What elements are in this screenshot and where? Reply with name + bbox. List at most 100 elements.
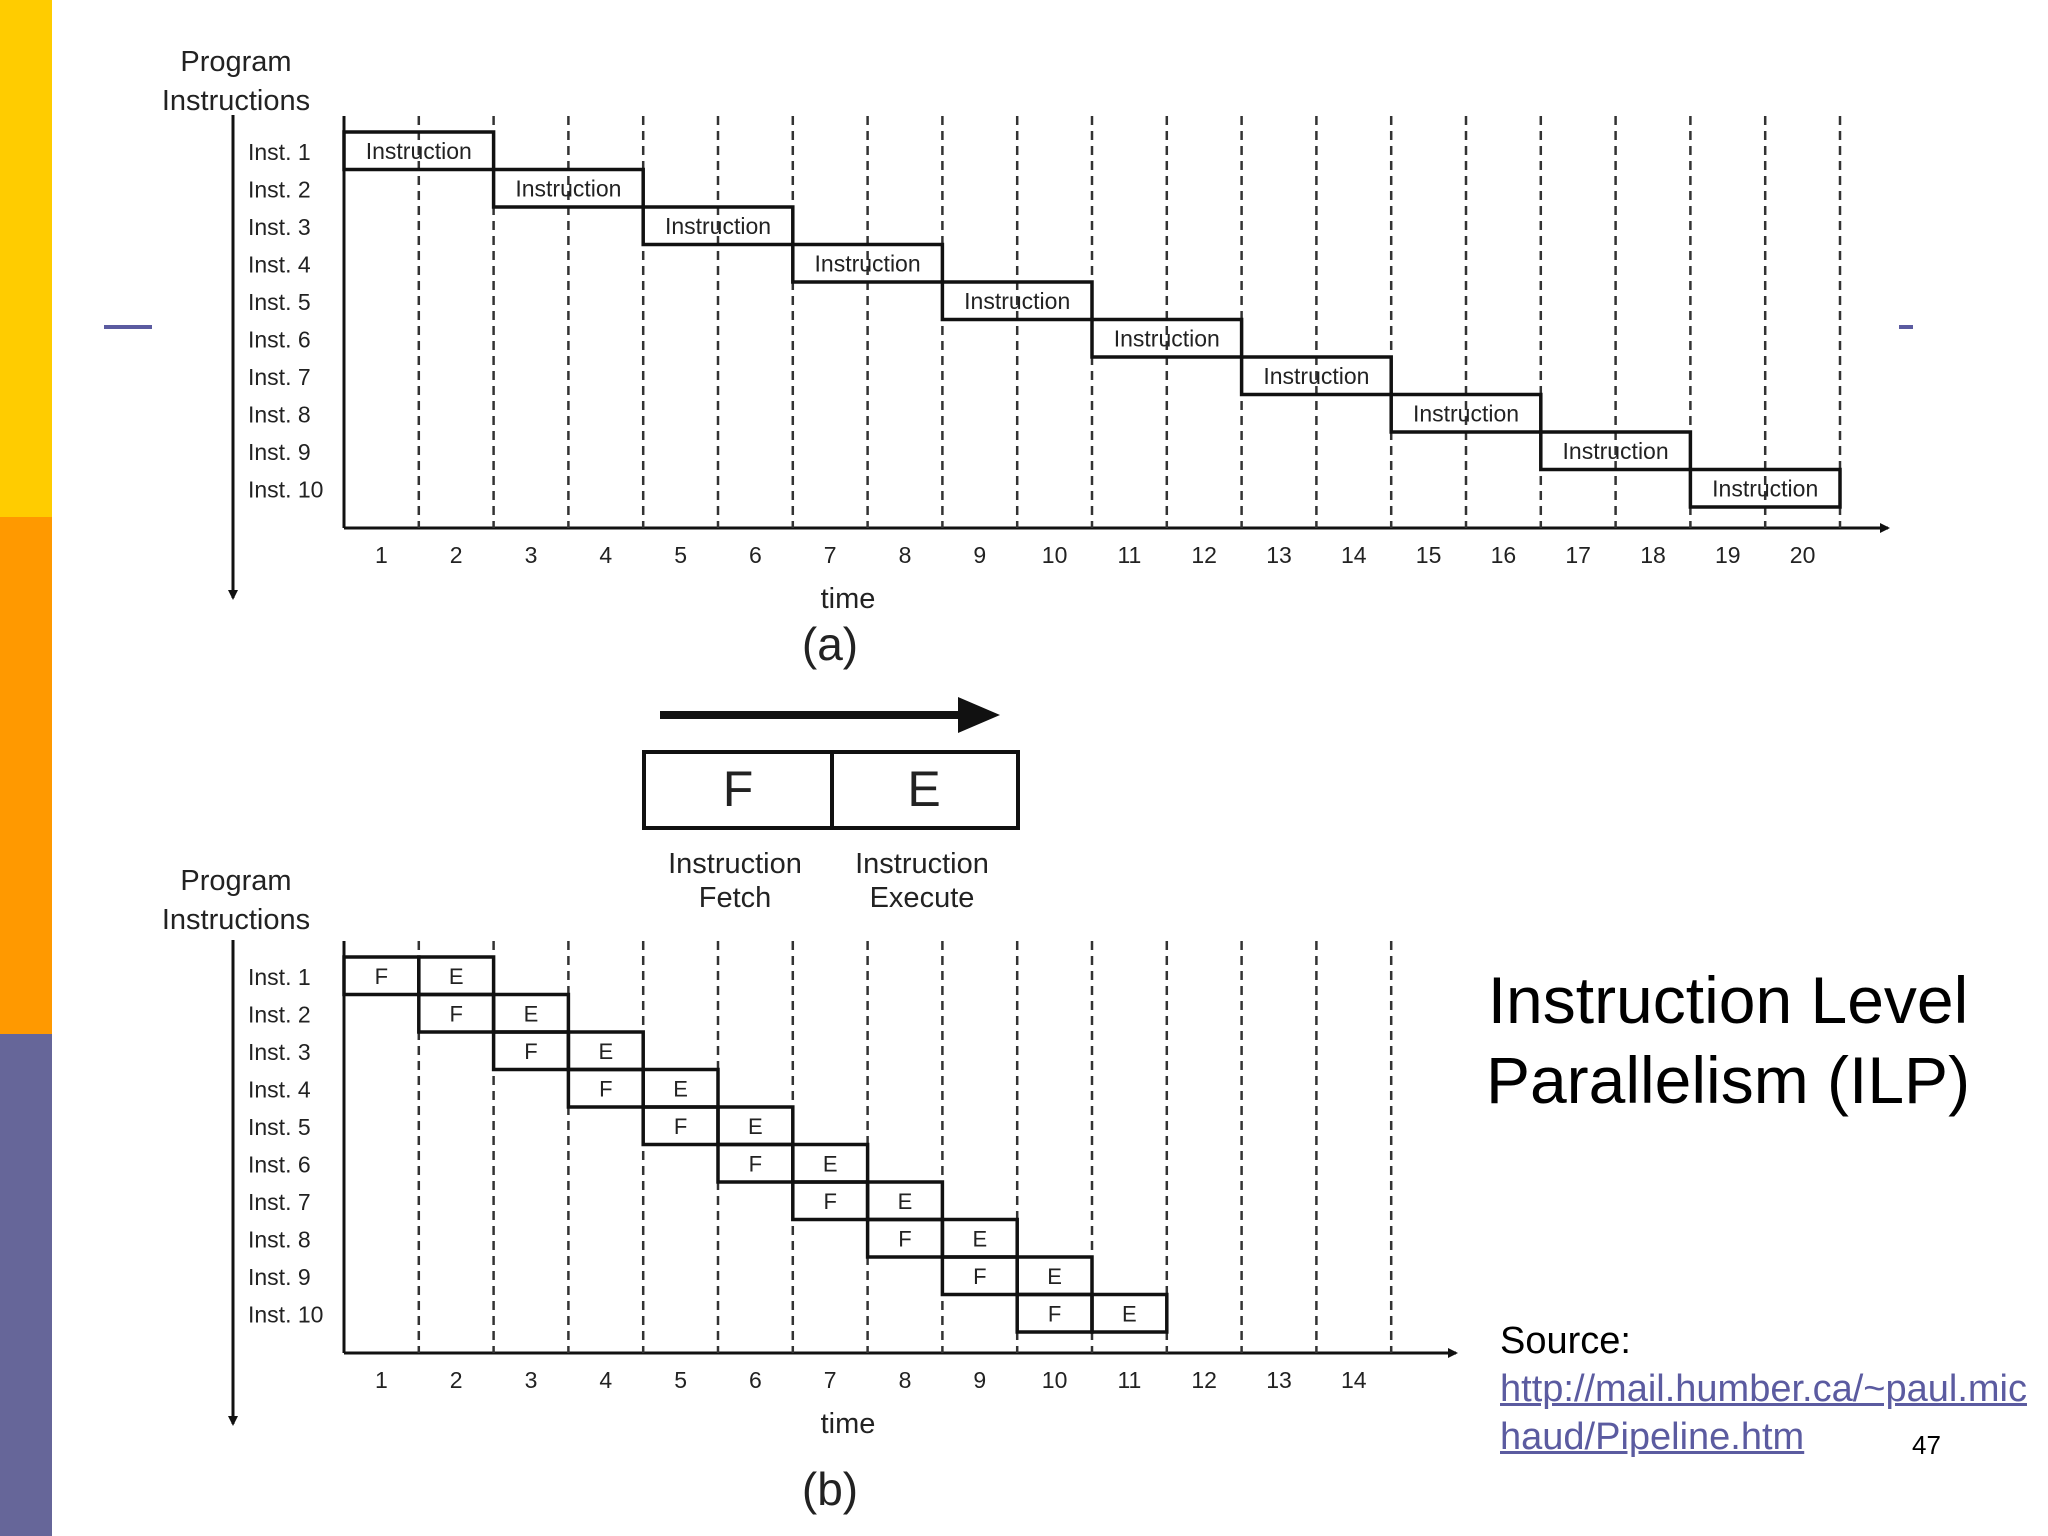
a-tick-label: 19 [1715,542,1741,568]
a-instruction-block-label: Instruction [815,250,921,276]
diagram-a-y-label-line2: Instructions [162,85,310,117]
diagram-b: Program Instructions Inst. 1 Inst. 2 Inst.… [162,865,1458,1515]
b-execute-letter: E [1047,1264,1062,1289]
a-tick-label: 15 [1416,542,1442,568]
b-inst-label: Inst. 1 [248,964,311,990]
a-instruction-block [1539,430,1693,472]
b-fetch-letter: F [674,1114,687,1139]
b-tick-label: 10 [1042,1367,1068,1393]
a-inst-label: Inst. 5 [248,289,311,315]
b-inst-label: Inst. 7 [248,1189,311,1215]
page-number: 47 [1912,1430,1941,1460]
b-execute-letter: E [972,1226,987,1251]
b-execute-letter: E [748,1114,763,1139]
a-tick-label: 17 [1565,542,1591,568]
a-instruction-block-label: Instruction [366,138,472,164]
diagram-b-x-label: time [821,1408,876,1440]
a-instruction-block [791,242,945,284]
a-inst-label: Inst. 2 [248,176,311,202]
diagram-b-y-label-line2: Instructions [162,904,310,936]
legend-execute-letter: E [907,761,940,817]
a-tick-label: 7 [824,542,837,568]
b-tick-label: 2 [450,1367,463,1393]
a-instruction-block-label: Instruction [1114,325,1220,351]
a-instruction-block-label: Instruction [1263,363,1369,389]
a-tick-label: 20 [1790,542,1816,568]
a-tick-label: 2 [450,542,463,568]
a-tick-label: 18 [1640,542,1666,568]
a-inst-label: Inst. 8 [248,401,311,427]
a-tick-label: 11 [1117,542,1141,568]
diagram-b-y-label-line1: Program [180,865,291,897]
a-inst-label: Inst. 9 [248,439,311,465]
b-fetch-letter: F [524,1039,537,1064]
b-tick-label: 12 [1191,1367,1217,1393]
a-instruction-block-label: Instruction [1712,475,1818,501]
a-tick-label: 5 [674,542,687,568]
legend-fetch-letter: F [723,761,754,817]
legend-fetch-label-line1: Instruction [668,848,802,880]
b-fetch-letter: F [375,964,388,989]
b-fetch-letter: F [749,1151,762,1176]
b-tick-label: 4 [599,1367,612,1393]
a-inst-label: Inst. 10 [248,476,323,502]
a-tick-label: 8 [899,542,912,568]
fetch-execute-legend: F E Instruction Fetch Instruction Execut… [642,697,1020,914]
a-tick-label: 1 [375,542,388,568]
a-tick-label: 13 [1266,542,1292,568]
b-inst-label: Inst. 3 [248,1039,311,1065]
a-tick-label: 3 [525,542,538,568]
b-fetch-letter: F [449,1001,462,1026]
b-execute-letter: E [823,1151,838,1176]
a-tick-label: 4 [599,542,612,568]
accent-bar-yellow [0,0,52,517]
b-tick-label: 11 [1117,1367,1141,1393]
source-link[interactable]: http://mail.humber.ca/~paul.michaud/Pipe… [1500,1368,2027,1458]
b-fetch-letter: F [1048,1301,1061,1326]
b-tick-label: 5 [674,1367,687,1393]
a-instruction-block-label: Instruction [665,213,771,239]
slide-title: Instruction Level Parallelism (ILP) [1428,960,2028,1120]
b-inst-label: Inst. 5 [248,1114,311,1140]
a-inst-label: Inst. 7 [248,364,311,390]
b-execute-letter: E [524,1001,539,1026]
b-tick-label: 13 [1266,1367,1292,1393]
b-tick-label: 8 [899,1367,912,1393]
a-tick-label: 9 [973,542,986,568]
decorative-dash-left [104,325,152,329]
a-instruction-block [1239,355,1393,397]
b-inst-label: Inst. 6 [248,1151,311,1177]
b-inst-label: Inst. 10 [248,1301,323,1327]
a-instruction-block-label: Instruction [1413,400,1519,426]
diagram-a-x-label: time [821,583,876,615]
b-execute-letter: E [449,964,464,989]
legend-fetch-label-line2: Fetch [699,882,772,914]
a-inst-label: Inst. 1 [248,139,311,165]
decorative-dash-right [1899,325,1913,329]
source-label: Source: [1500,1320,1631,1362]
diagram-a-caption: (a) [802,618,858,670]
a-inst-label: Inst. 4 [248,251,311,277]
a-instruction-block [342,130,496,172]
accent-bar-orange [0,517,52,1034]
accent-bar-purple [0,1034,52,1536]
b-inst-label: Inst. 4 [248,1076,311,1102]
a-instruction-block [641,205,795,247]
b-tick-label: 3 [525,1367,538,1393]
b-tick-label: 14 [1341,1367,1367,1393]
b-tick-label: 1 [375,1367,388,1393]
legend-execute-box [830,750,1020,830]
a-instruction-block [491,167,645,209]
a-inst-label: Inst. 3 [248,214,311,240]
b-fetch-letter: F [973,1264,986,1289]
b-tick-label: 9 [973,1367,986,1393]
b-execute-letter: E [598,1039,613,1064]
a-tick-label: 12 [1191,542,1217,568]
b-execute-letter: E [673,1076,688,1101]
b-inst-label: Inst. 2 [248,1001,311,1027]
slide-title-line2: Parallelism (ILP) [1485,1043,1971,1117]
b-inst-label: Inst. 9 [248,1264,311,1290]
a-instruction-block-label: Instruction [515,175,621,201]
